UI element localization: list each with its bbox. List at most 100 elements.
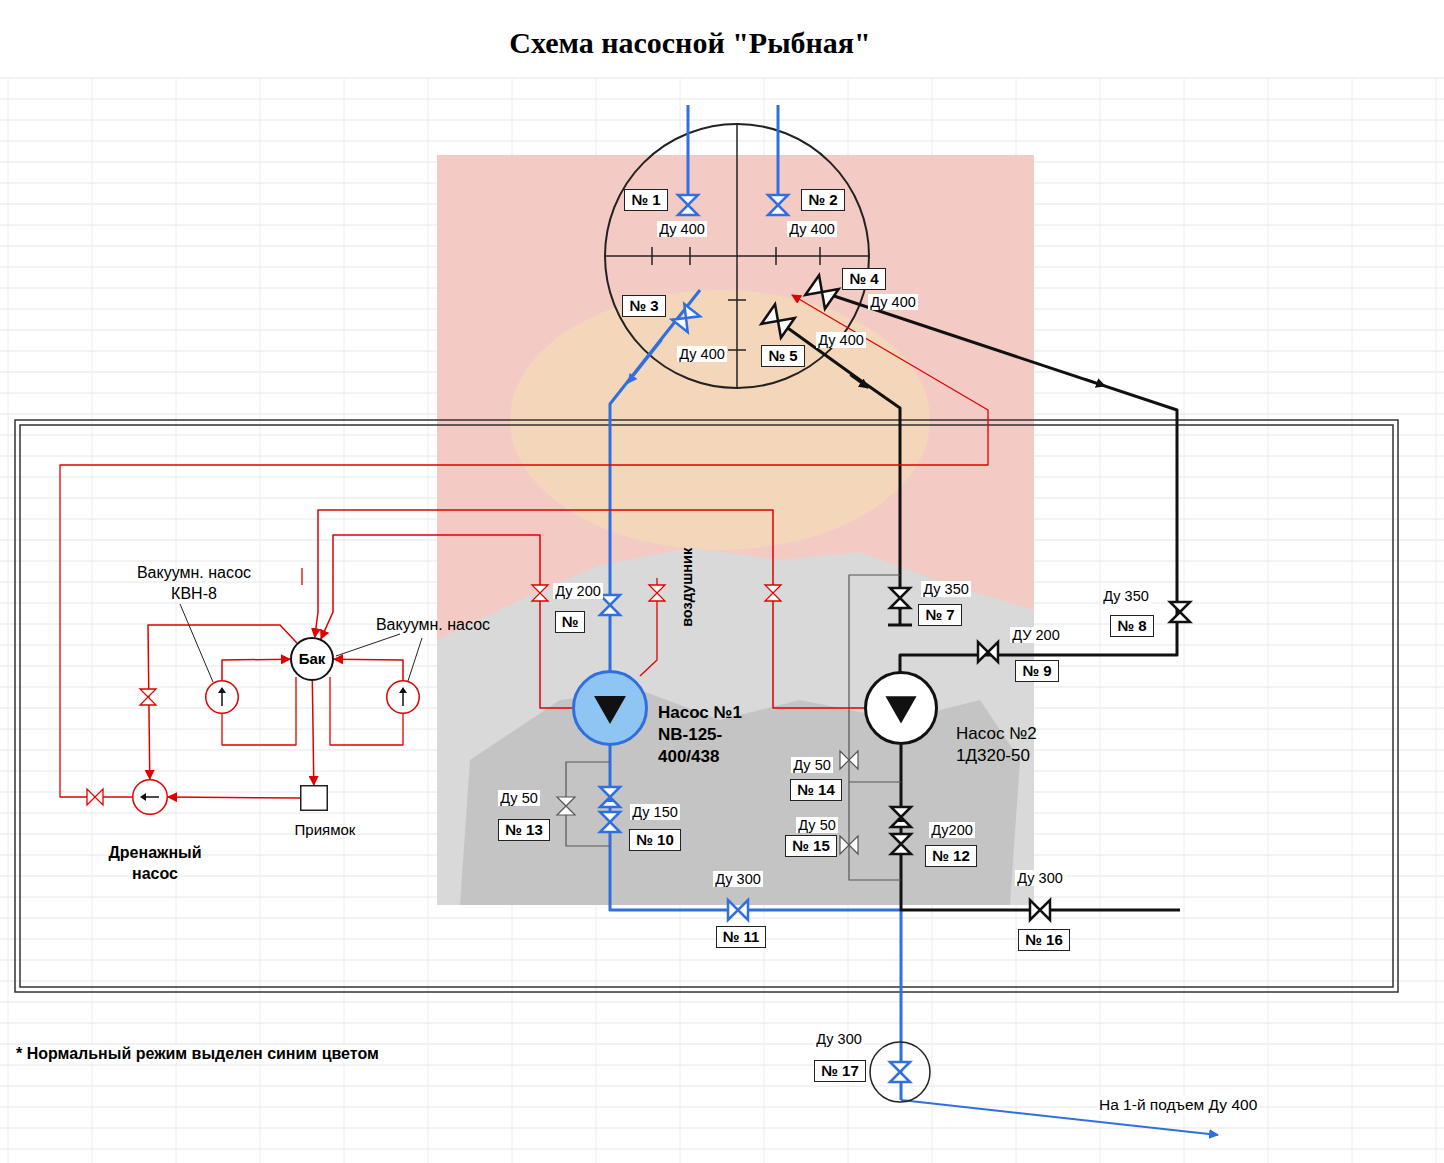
diameter-label: Ду 350 [1101,588,1151,605]
leader-line [336,634,400,656]
vacuum-pump: Вакуумн. насос [386,680,420,714]
valve-number: № 12 [932,847,970,864]
valve-symbol [805,275,838,308]
valve-number: № 4 [849,270,878,287]
valve-number-box: № 13 [498,819,550,840]
diameter-label: Ду 300 [1015,870,1065,887]
valve-number: № 17 [821,1062,859,1079]
gate-mark [728,299,746,301]
valve-symbol [600,812,620,832]
valve-number: № 9 [1022,662,1051,679]
valve-number-box: № 7 [918,604,961,625]
air-vent-line [640,578,657,676]
gate-mark [689,247,691,265]
valve-symbol [600,595,620,615]
valve-number-box: № [555,611,586,632]
valve-symbol [978,642,998,662]
valve-number: № 3 [629,297,658,314]
flow-arrow [1085,379,1105,386]
diameter-label: Ду200 [929,822,975,839]
diameter-label: Ду 400 [657,221,707,238]
valve-symbol [728,900,748,920]
diagram-title: Схема насосной "Рыбная" [340,26,1040,60]
valve-number: № 14 [797,781,835,798]
drain-pump: Дренажный насос [132,779,168,815]
valve-symbol [600,787,620,807]
equipment-label: Вакуумн. насос КВН-8 [119,563,269,605]
valve-number-box: № 14 [790,779,842,800]
pipelines [60,105,1218,1135]
vent-label: воздушник [680,545,697,628]
diameter-label: Ду 400 [787,221,837,238]
shape-outline [864,671,938,745]
diameter-label: Ду 300 [713,871,763,888]
legend-note: * Нормальный режим выделен синим цветом [14,1045,381,1063]
vacuum-connector [334,659,403,680]
vacuum-connector [222,659,290,680]
valve-symbol [765,585,781,601]
valve-number: № 1 [631,191,660,208]
shape-label: Бак [290,649,334,669]
valve-symbol [557,797,575,815]
closed-stub [888,624,912,627]
shape-outline [386,680,420,714]
valve-symbol [1170,602,1190,622]
diameter-label: На 1-й подъем Ду 400 [1097,1096,1259,1114]
valve-number: № 5 [768,347,797,364]
diameter-label: Ду 50 [796,817,838,834]
building-outline-inner [20,425,1393,987]
valve-number-box: № 17 [814,1060,866,1081]
diameter-label: Ду 150 [630,804,680,821]
gate-mark [775,247,777,265]
valve-number-box: № 10 [629,829,681,850]
sump-box: Приямок [300,785,328,811]
valve-number-box: № 4 [842,268,885,289]
valve-symbol [840,836,858,854]
drain-line [60,295,988,797]
valve-number-box: № 8 [1110,615,1153,636]
gate-mark [728,349,746,351]
intake-well [605,124,869,388]
vacuum-connector [148,625,297,779]
gate-mark [651,247,653,265]
valve-symbol [87,789,103,805]
diameter-label: Ду 400 [816,332,866,349]
vacuum-connector [312,681,313,785]
flow-arrow [850,375,868,388]
valve-number: № 15 [792,837,830,854]
diameter-label: Ду 400 [677,346,727,363]
valve-number: № 16 [1025,931,1063,948]
emblem-watermark [437,155,1034,905]
valve-number: № 10 [636,831,674,848]
gate-mark [819,247,821,265]
diameter-label: Ду 200 [553,583,603,600]
valve-number-box: № 5 [761,345,804,366]
shape-outline [300,785,328,811]
equipment-label: Приямок [280,820,370,840]
valve-symbol [761,304,794,337]
leader-line [408,638,422,681]
vacuum-pump: Вакуумн. насос КВН-8 [205,680,239,714]
valve-number: № 2 [808,191,837,208]
vacuum-connector [321,535,572,708]
building-outline [15,420,1398,992]
valve-symbol [890,1062,910,1082]
valve-number-box: № 15 [785,835,837,856]
bypass-line [849,781,901,782]
well-outline [605,124,869,388]
spreadsheet-grid [0,78,1444,1163]
leader-line [180,604,213,682]
valve-number-box: № 1 [624,189,667,210]
shape-outline [572,670,648,746]
valve-symbol [532,585,548,601]
valve-number: № 13 [505,821,543,838]
valve-number: № 7 [925,606,954,623]
diameter-label: Ду 300 [814,1031,864,1048]
valve-symbol [1030,900,1050,920]
valve-number-box: № 11 [716,926,767,947]
vacuum-connector [168,796,300,798]
flow-arrow [628,340,662,383]
equipment-label: Вакуумн. насос [360,615,506,636]
well-hatch [870,1042,930,1102]
